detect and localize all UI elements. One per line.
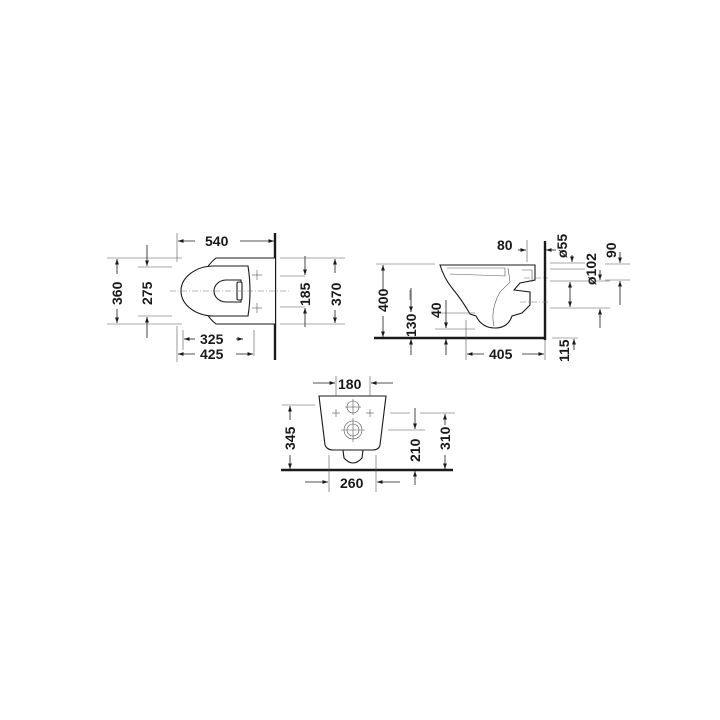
dim-90: 90 — [603, 242, 619, 258]
dim-210: 210 — [407, 438, 423, 462]
dim-310: 310 — [437, 426, 453, 450]
dim-260: 260 — [340, 475, 364, 491]
dim-40: 40 — [428, 302, 444, 318]
dim-80: 80 — [497, 237, 513, 253]
dim-d55: ø55 — [554, 234, 570, 258]
dim-370: 370 — [328, 282, 344, 306]
dim-400: 400 — [375, 288, 391, 312]
dim-d102: ø102 — [583, 253, 599, 285]
dim-345: 345 — [282, 426, 298, 450]
side-view: 80 ø55 ø102 90 400 130 40 — [374, 234, 630, 362]
dim-115: 115 — [556, 339, 572, 362]
dim-185: 185 — [297, 282, 313, 306]
dim-180: 180 — [338, 376, 362, 392]
front-view: 180 345 210 310 260 — [281, 376, 455, 492]
dim-130: 130 — [403, 313, 419, 337]
dim-540: 540 — [205, 233, 229, 249]
dim-275: 275 — [139, 281, 155, 305]
top-view: 540 360 275 185 370 325 425 — [107, 233, 345, 362]
dim-325: 325 — [200, 331, 224, 347]
dim-405: 405 — [489, 346, 513, 362]
dim-360: 360 — [109, 281, 125, 305]
dim-425: 425 — [200, 346, 224, 362]
